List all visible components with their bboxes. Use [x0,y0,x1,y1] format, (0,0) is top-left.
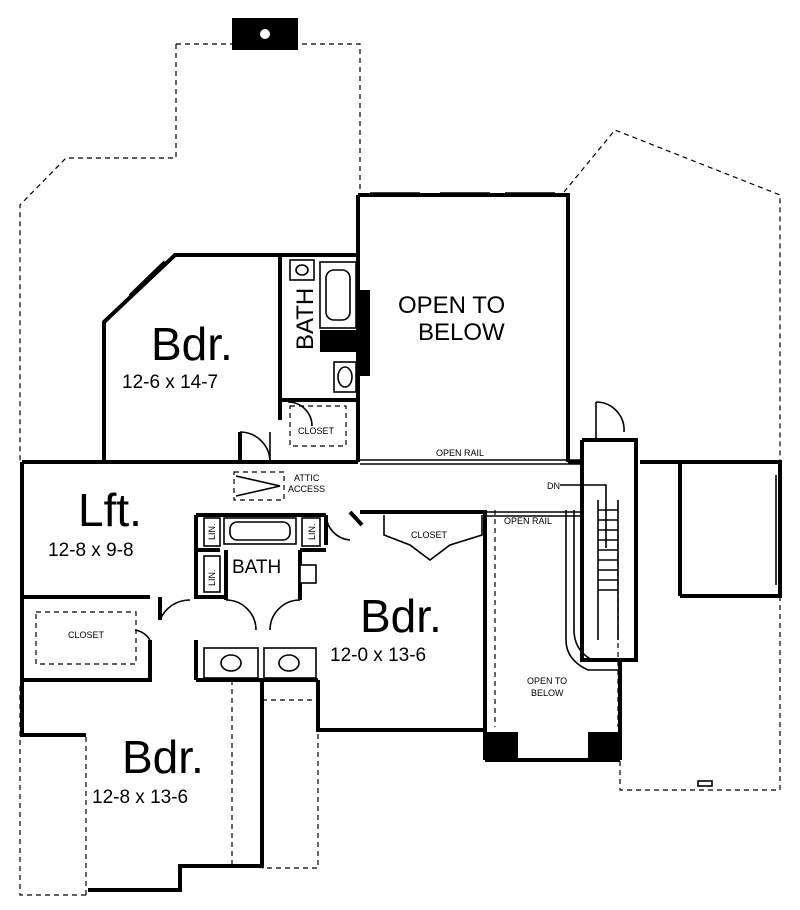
vent-icon [697,780,713,787]
staircase [560,484,620,671]
bath-center-fixtures [203,517,317,679]
open-to-below-small-line2: BELOW [531,688,564,698]
loft-name: Lft. [78,484,142,536]
walls [20,192,782,892]
open-rail-right-label: OPEN RAIL [504,516,552,526]
bedroom-bottom-name: Bdr. [122,731,204,783]
closet-left-label: CLOSET [68,630,105,640]
open-to-below-line2: BELOW [418,319,505,346]
door-swings [134,401,625,641]
open-to-below-small-line1: OPEN TO [527,676,567,686]
closets [35,405,347,665]
attic-label-line1: ATTIC [294,473,320,483]
bedroom-top-name: Bdr. [151,318,233,370]
linen-label-2: LIN. [207,569,217,586]
open-rails [360,459,580,517]
linen-closets [203,517,321,593]
room-labels: Bdr. 12-6 x 14-7 Lft. 12-8 x 9-8 Bdr. 12… [48,288,567,808]
bedroom-top-size: 12-6 x 14-7 [122,372,218,393]
bath-top-fixtures [289,259,370,393]
bedroom-right-size: 12-0 x 13-6 [330,645,426,666]
open-rail-top-label: OPEN RAIL [436,448,484,458]
attic-label-line2: ACCESS [288,484,325,494]
attic-access [233,471,285,501]
loft-size: 12-8 x 9-8 [48,540,134,561]
closet-right-label: CLOSET [411,530,448,540]
bedroom-right-name: Bdr. [360,590,442,642]
closet-top-label: CLOSET [298,426,335,436]
bedroom-bottom-size: 12-8 x 13-6 [92,787,188,808]
open-to-below-line1: OPEN TO [398,292,505,319]
chimney [232,18,298,50]
linen-label-1: LIN. [207,523,217,540]
bath-center-label: BATH [232,557,281,578]
bath-top-label: BATH [292,288,319,350]
linen-label-3: LIN. [307,523,317,540]
down-label: DN [547,481,560,491]
